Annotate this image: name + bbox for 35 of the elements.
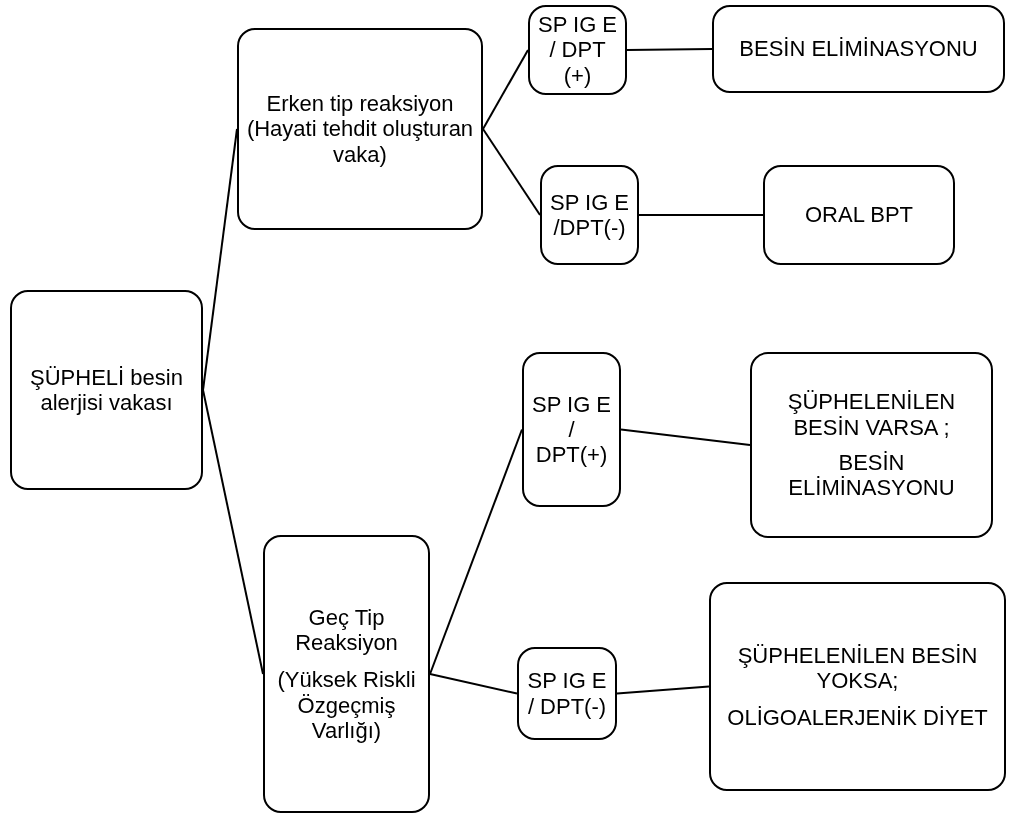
- box-text: (Yüksek Riskli Özgeçmiş Varlığı): [276, 667, 417, 744]
- box-text: BESİN ELİMİNASYONU: [739, 36, 978, 62]
- connector-line: [638, 214, 764, 216]
- process-box: [528, 5, 627, 95]
- connector-line: [482, 128, 541, 216]
- connector-line: [482, 49, 529, 130]
- connector-line: [626, 48, 713, 51]
- box-text: SP IG E / DPT (+): [536, 12, 619, 88]
- process-box: [237, 28, 483, 230]
- process-box: [763, 165, 955, 265]
- box-text: SP IG E / DPT(-): [526, 668, 608, 719]
- box-text: Geç Tip Reaksiyon: [294, 604, 399, 656]
- box-text: BESİN ELİMİNASYONU: [787, 450, 956, 501]
- box-text: ŞÜPHELENİLEN BESİN YOKSA;: [736, 642, 979, 694]
- connector-line: [202, 389, 264, 675]
- process-box: [709, 582, 1006, 791]
- process-box: [712, 5, 1005, 93]
- process-box: [517, 647, 617, 740]
- connector-line: [616, 685, 710, 695]
- process-box: [10, 290, 203, 490]
- process-box: [522, 352, 621, 507]
- box-text: Erken tip reaksiyon (Hayati tehdit oluşturan vaka): [245, 91, 475, 167]
- connector-line: [429, 673, 518, 695]
- box-text: SP IG E /DPT(-): [548, 189, 631, 241]
- connector-line: [620, 428, 751, 446]
- box-text: SP IG E / DPT(+): [530, 391, 613, 468]
- box-text: ŞÜPHELENİLEN BESİN VARSA ;: [786, 389, 957, 440]
- box-text: OLİGOALERJENİK DİYET: [727, 705, 988, 731]
- box-text: ORAL BPT: [805, 202, 913, 228]
- process-box: [540, 165, 639, 265]
- process-box: [750, 352, 993, 538]
- connector-line: [202, 128, 238, 391]
- connector-line: [429, 428, 523, 675]
- box-text: ŞÜPHELİ besin alerjisi vakası: [29, 364, 184, 416]
- process-box: [263, 535, 430, 813]
